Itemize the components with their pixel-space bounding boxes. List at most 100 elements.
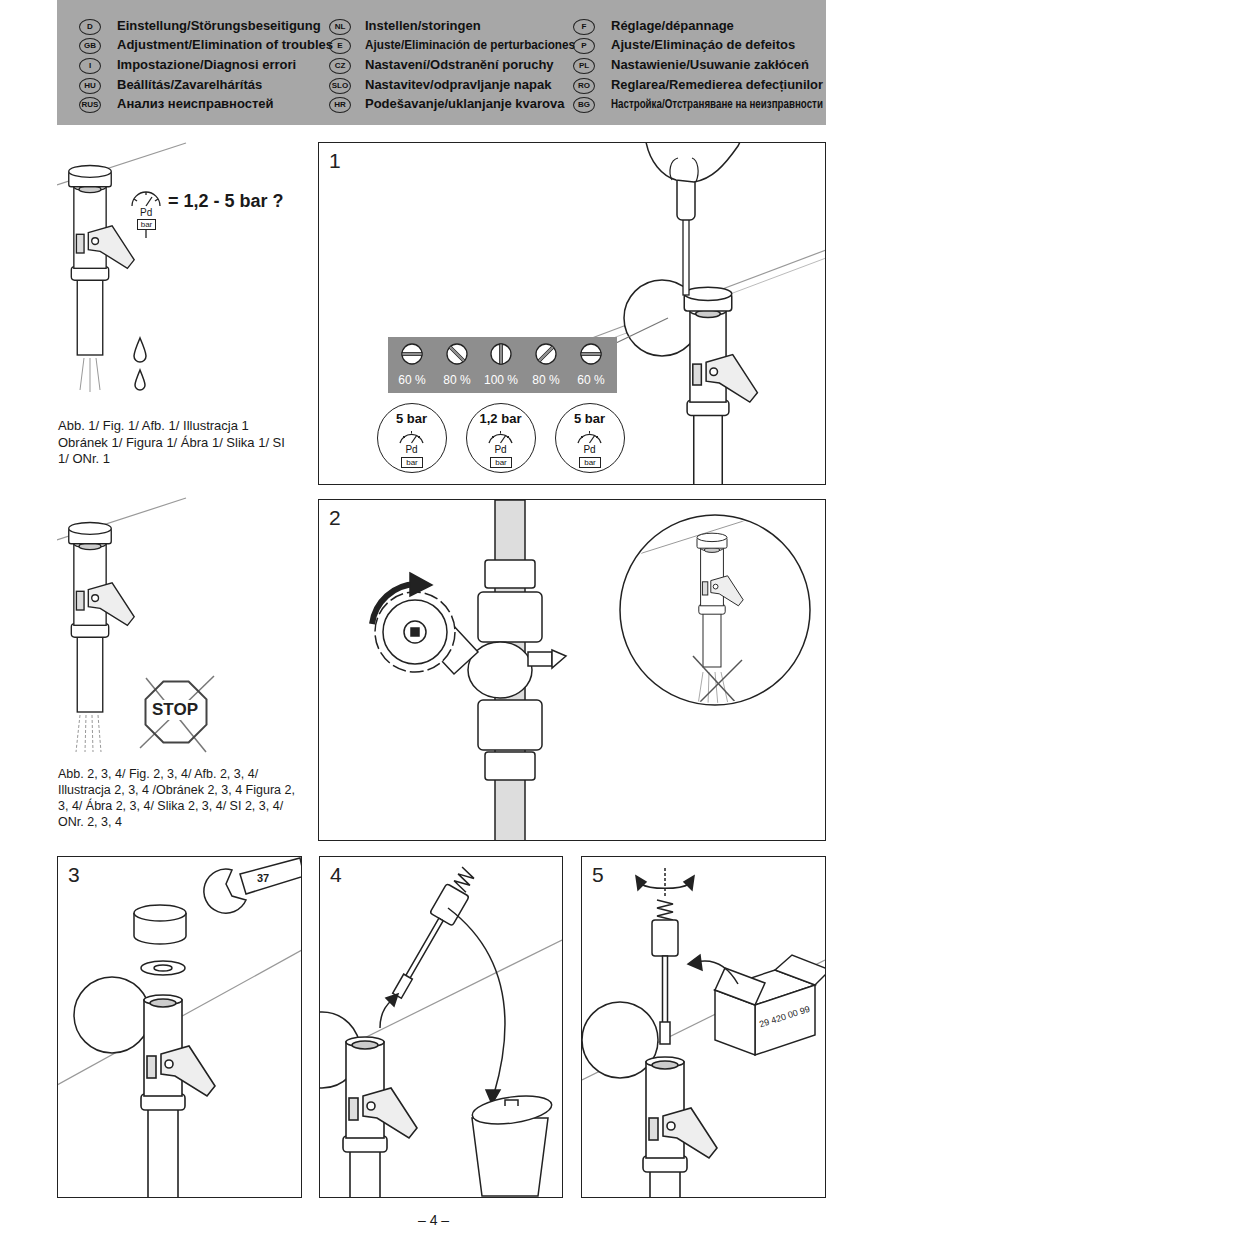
octagon-outline xyxy=(146,682,207,743)
pressure-gauge xyxy=(145,192,146,195)
figure-leaking xyxy=(69,165,134,355)
node-label: 5 xyxy=(592,863,604,887)
figure-stop xyxy=(98,715,101,752)
figure-remove-cartridge xyxy=(386,994,398,1006)
opening-scale: 60 %80 %100 %80 %60 % xyxy=(388,337,617,393)
figure-remove-cartridge xyxy=(386,864,481,1002)
figure-leaking xyxy=(135,370,145,390)
figure-leaking xyxy=(134,338,146,362)
cross-out xyxy=(146,678,206,752)
gauge-icon xyxy=(578,434,601,443)
node-label: HR xyxy=(330,100,350,109)
language-code: BG xyxy=(573,97,595,113)
slot-icon xyxy=(581,353,601,356)
node-label: 1,2 bar xyxy=(467,411,534,426)
section-title: Instellen/storingen xyxy=(365,18,481,33)
slot-icon xyxy=(500,344,503,364)
pressure-circle: 5 barPdbar xyxy=(377,403,447,473)
section-title: Beállítás/Zavarelhárítás xyxy=(117,77,262,92)
node-label: bar xyxy=(579,457,601,468)
figure-insert-cartridge xyxy=(688,955,702,970)
figure-remove-cartridge xyxy=(471,1092,554,1129)
node-label: 1 xyxy=(329,149,341,173)
figure-remove-cartridge xyxy=(472,1118,548,1196)
figure-remove-cartridge xyxy=(380,1000,392,1028)
figure-remove-cartridge xyxy=(343,1037,417,1197)
figure-caption: Abb. 1/ Fig. 1/ Afb. 1/ Illustracja 1 Ob… xyxy=(58,418,298,468)
node-label: I xyxy=(80,61,100,70)
pressure-gauge xyxy=(146,197,152,206)
section-title: Impostazione/Diagnosi errori xyxy=(117,57,296,72)
figure-insert-cartridge xyxy=(660,1022,670,1044)
magnifier xyxy=(693,656,738,705)
pressure-gauge xyxy=(145,229,146,238)
figure-insert-cartridge xyxy=(696,961,738,984)
figure-shutoff xyxy=(528,652,552,666)
figure-adjust xyxy=(683,215,689,295)
slot-icon xyxy=(538,346,554,362)
figure-insert-cartridge xyxy=(775,955,825,985)
gauge-symbol: Pd xyxy=(140,207,152,218)
figure-remove-cap xyxy=(74,977,150,1053)
node-label: SLO xyxy=(330,81,350,90)
magnifier xyxy=(697,533,743,667)
node-label: E xyxy=(330,41,350,50)
node-label: NL xyxy=(330,22,350,31)
figure-leaking xyxy=(96,358,100,390)
gauge-icon xyxy=(501,435,507,443)
figure-adjust xyxy=(684,287,757,484)
figure-remove-cap xyxy=(134,905,186,921)
section-title: Einstellung/Störungsbeseitigung xyxy=(117,18,321,33)
slot-icon xyxy=(581,344,601,364)
gauge-icon xyxy=(589,431,590,434)
language-code: SLO xyxy=(329,78,351,94)
node-label: BG xyxy=(574,100,594,109)
figure-insert-cartridge xyxy=(684,876,694,890)
section-title: Nastavení/Odstranění poruchy xyxy=(365,57,554,72)
figure-remove-cap xyxy=(141,961,185,975)
node-label: bar xyxy=(401,457,423,468)
figure-shutoff xyxy=(372,500,566,840)
figure-remove-cartridge xyxy=(320,864,562,1197)
gauge-icon xyxy=(596,436,598,438)
figure-remove-cap xyxy=(58,858,301,1197)
figure-shutoff xyxy=(552,650,566,668)
figure-stop xyxy=(85,715,86,752)
gauge-icon xyxy=(489,434,512,443)
pressure-gauge xyxy=(132,192,160,206)
figure-shutoff xyxy=(485,560,535,588)
pressure-gauge xyxy=(132,192,160,238)
node-label: 3 xyxy=(68,863,80,887)
gauge-icon xyxy=(412,435,418,443)
figure-insert-cartridge xyxy=(582,960,825,1080)
language-code: F xyxy=(573,19,595,35)
gauge-icon xyxy=(590,435,596,443)
node-label: RO xyxy=(574,81,594,90)
figure-shutoff xyxy=(478,592,542,642)
figure-adjust xyxy=(560,143,825,484)
figure-adjust xyxy=(670,158,698,182)
slot-icon xyxy=(491,344,511,364)
figure-shutoff xyxy=(411,628,419,636)
step-panel: 160 %80 %100 %80 %60 %5 barPdbar1,2 barP… xyxy=(318,142,826,485)
figure-insert-cartridge xyxy=(657,900,673,920)
figure-shutoff xyxy=(410,573,432,596)
language-code: HU xyxy=(79,78,101,94)
figure-insert-cartridge xyxy=(636,876,646,890)
step-panel: 4 xyxy=(319,856,563,1198)
language-code: HR xyxy=(329,97,351,113)
language-code: E xyxy=(329,38,351,54)
figure-shutoff xyxy=(383,600,447,664)
page-number: – 4 – xyxy=(418,1212,449,1228)
opening-percent: 80 % xyxy=(435,373,479,387)
section-title: Настройка/Отстраняване на неизправности xyxy=(611,96,823,111)
language-code: PL xyxy=(573,58,595,74)
figure-insert-cartridge xyxy=(582,868,825,1197)
figure-leaking xyxy=(57,143,186,392)
section-title: Réglage/dépannage xyxy=(611,18,734,33)
node-label: F xyxy=(574,22,594,31)
magnifier xyxy=(715,672,718,706)
gauge-icon xyxy=(403,436,405,438)
